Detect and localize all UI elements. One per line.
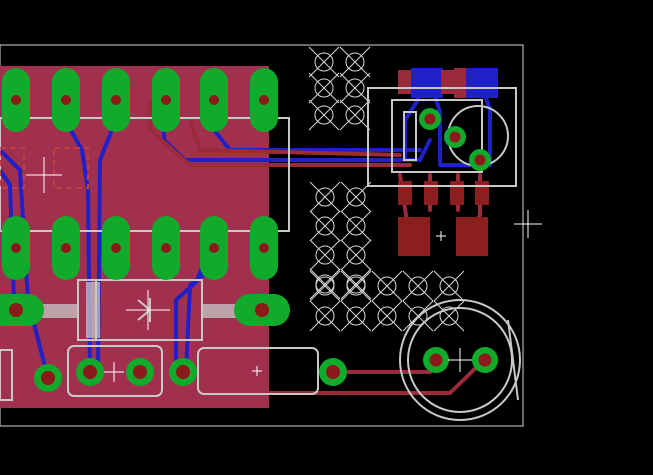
trimmer-top-pads [398,68,498,98]
round-pad [419,108,441,130]
grid-x-marker [340,210,372,242]
grid-x-marker [309,300,341,332]
round-pad [126,358,154,386]
round-pad [76,358,104,386]
dip-pad [2,68,30,132]
oblong-pad [234,294,290,326]
grid-x-marker [309,270,341,302]
dip-pad [102,216,130,280]
grid-x-marker [340,300,372,332]
grid-x-marker [309,210,341,242]
grid-x-marker [308,99,340,131]
round-pad [472,347,498,373]
round-pad [444,126,466,148]
round-pad [319,358,347,386]
grid-x-marker [402,270,434,302]
dip-pad [2,216,30,280]
dip-pad [152,68,180,132]
crosshairs [26,157,542,382]
grid-x-marker [308,72,340,104]
round-pad [169,358,197,386]
grid-x-marker [339,72,371,104]
dip-pad [52,216,80,280]
board-outline [0,44,524,427]
dip-pad [102,68,130,132]
grid-x-marker [371,300,403,332]
grid-x-marker [340,181,372,213]
grid-markers [308,46,465,332]
dip-pad [250,216,278,280]
oblong-pad [0,294,44,326]
grid-x-marker [308,46,340,78]
grid-x-marker [371,270,403,302]
smd-pads [398,181,489,256]
round-pad [469,149,491,171]
diode-lead-left [40,304,78,318]
dip-pad [250,68,278,132]
dip-pad [200,216,228,280]
dip-pad [52,68,80,132]
round-pad [34,364,62,392]
dashed-footprint [0,147,89,189]
diode-body [86,282,100,338]
grid-x-marker [339,46,371,78]
dip-pads [2,68,278,280]
dip-pad [152,216,180,280]
grid-x-marker [433,270,465,302]
grid-x-marker [340,239,372,271]
round-pads [0,108,498,392]
grid-x-marker [309,181,341,213]
grid-x-marker [433,300,465,332]
dip-pad [200,68,228,132]
grid-x-marker [339,99,371,131]
diode-lead-right [202,304,242,318]
round-pad [423,347,449,373]
grid-x-marker [309,239,341,271]
grid-x-marker [340,270,372,302]
